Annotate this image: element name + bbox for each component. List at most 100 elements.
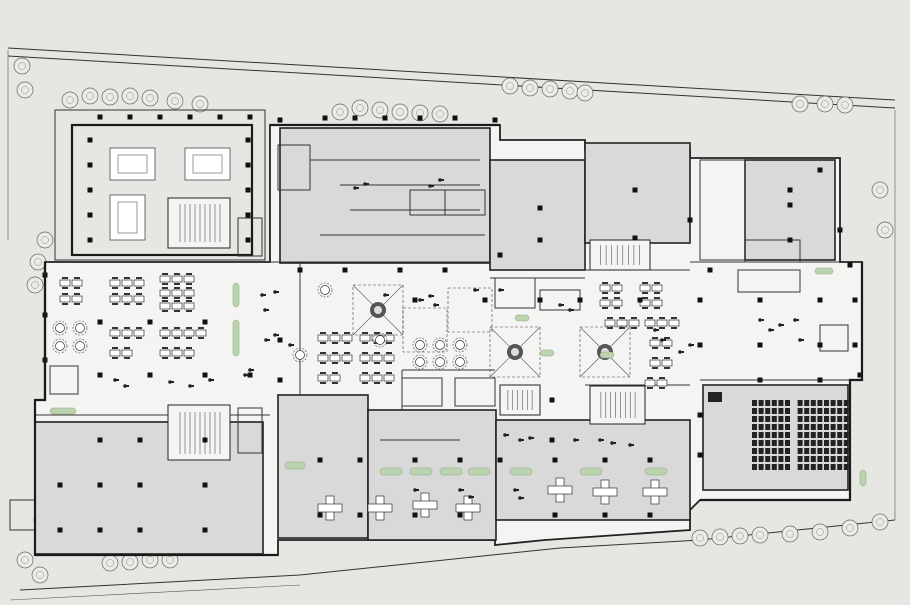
seat [824,456,829,462]
table-icon [59,277,71,289]
table-icon [71,293,83,305]
seat [817,448,823,454]
person-icon [260,293,266,297]
seat [804,400,810,406]
person-icon [428,184,434,188]
seat [785,424,790,430]
person-icon [518,438,524,442]
tree-icon [871,513,889,531]
table-icon [133,293,145,305]
seat [785,456,790,462]
planter-icon [509,467,533,476]
skylight-icon [447,287,493,333]
seat [837,464,843,470]
column-icon [537,297,543,303]
seat [817,424,823,430]
table-icon [109,277,121,289]
table-icon [639,282,651,294]
column-icon [202,482,208,488]
person-icon [353,186,359,190]
person-icon [660,338,666,342]
column-icon [87,162,93,168]
tree-icon [751,526,769,544]
seat [752,408,757,414]
table-icon [452,337,468,353]
seat [824,432,829,438]
landscape-trees [13,57,894,584]
stair-icon [499,384,541,416]
table-icon [317,282,333,298]
column-icon [245,187,251,193]
column-icon [787,187,793,193]
column-icon [757,297,763,303]
column-icon [847,262,853,268]
person-icon [573,438,579,442]
table-icon [121,277,133,289]
seat [804,408,810,414]
table-icon [317,495,343,521]
seat [830,456,836,462]
person-icon [433,303,439,307]
column-icon [245,162,251,168]
table-icon [159,273,171,285]
table-icon [371,352,383,364]
tree-icon [121,87,139,105]
column-icon [577,297,583,303]
seat [810,424,816,430]
service-room-east [744,159,836,261]
seat [797,440,803,446]
table-icon [656,317,668,329]
person-icon [598,438,604,442]
column-icon [697,452,703,458]
table-icon [651,297,663,309]
person-icon [628,443,634,447]
person-icon [568,308,574,312]
auditorium-seating [708,392,849,470]
table-icon [121,347,133,359]
seat [785,408,790,414]
column-icon [137,527,143,533]
table-icon [183,287,195,299]
column-icon [707,267,713,273]
column-icon [87,237,93,243]
skylights [352,284,631,378]
table-icon [359,352,371,364]
seat [824,400,829,406]
seat [778,464,784,470]
column-icon [137,482,143,488]
table-icon [628,317,640,329]
table-icon [372,332,388,348]
planter-icon [232,319,240,357]
seat [843,424,849,430]
lift-1 [237,217,263,257]
cross-desks [317,477,668,521]
table-icon [383,352,395,364]
back-of-house-room [489,159,586,271]
stair-icon [589,385,646,425]
seat [797,432,803,438]
table-icon [121,293,133,305]
column-icon [202,319,208,325]
table-icon [455,495,481,521]
column-icon [787,237,793,243]
person-icon [264,338,270,342]
seat [785,440,790,446]
person-icon [208,378,214,382]
skylight-icon [352,284,404,336]
table-icon [109,327,121,339]
table-icon [367,495,393,521]
tree-icon [391,103,409,121]
seat [797,448,803,454]
person-icon [528,436,534,440]
table-icon [412,337,428,353]
seat [758,424,764,430]
seat [843,456,849,462]
table-icon [432,354,448,370]
person-icon [518,496,524,500]
column-icon [322,115,328,121]
column-icon [852,297,858,303]
seat [771,440,777,446]
seat [771,448,777,454]
column-icon [482,297,488,303]
